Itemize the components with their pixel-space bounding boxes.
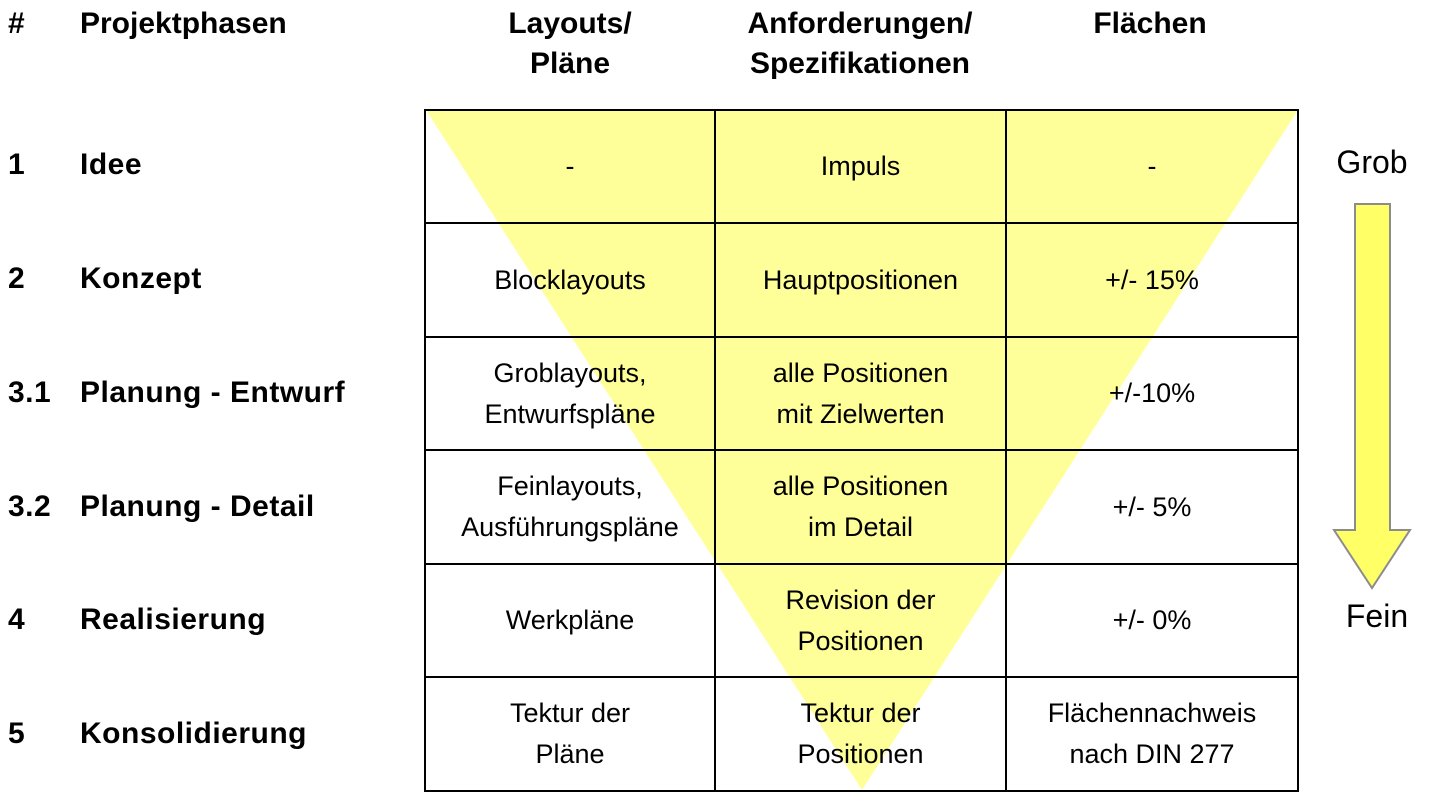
cell-layouts: Werkpläne bbox=[505, 605, 635, 635]
cell-layouts: - bbox=[565, 151, 575, 181]
cell-layouts: Tektur der Pläne bbox=[509, 698, 631, 769]
phase-number: 2 bbox=[8, 262, 26, 295]
cell-requirements: Revision der Positionen bbox=[785, 584, 936, 656]
header-phase: Projektphasen bbox=[80, 7, 287, 40]
phase-row-5: 5 Konsolidierung bbox=[8, 712, 307, 756]
phase-number: 3.2 bbox=[8, 490, 52, 523]
phase-name: Konsolidierung bbox=[80, 717, 307, 750]
phase-number: 3.1 bbox=[8, 376, 52, 409]
table-grid bbox=[424, 109, 1299, 792]
phase-name: Idee bbox=[80, 148, 143, 181]
phase-name: Planung - Entwurf bbox=[80, 376, 346, 409]
cell-areas: - bbox=[1147, 151, 1157, 181]
cell-areas: +/- 5% bbox=[1112, 491, 1192, 522]
phase-name: Konzept bbox=[80, 262, 202, 295]
cell-layouts: Groblayouts, Entwurfspläne bbox=[484, 357, 656, 429]
scale-bottom-label: Fein bbox=[1345, 598, 1409, 634]
arrow-down-icon bbox=[1332, 203, 1412, 590]
cell-layouts: Blocklayouts bbox=[494, 264, 646, 295]
phase-name: Planung - Detail bbox=[80, 490, 315, 523]
header-number: # bbox=[8, 7, 25, 40]
cell-areas: Flächennachweis nach DIN 277 bbox=[1047, 698, 1257, 769]
cell-requirements: alle Positionen im Detail bbox=[772, 471, 949, 542]
cell-layouts: Feinlayouts, Ausführungspläne bbox=[461, 471, 679, 542]
scale-top-label: Grob bbox=[1336, 144, 1408, 180]
cell-areas: +/-10% bbox=[1108, 378, 1196, 408]
phase-row-2: 2 Konzept bbox=[8, 257, 202, 301]
cell-areas: +/- 0% bbox=[1112, 605, 1192, 635]
cell-requirements: Tektur der Positionen bbox=[797, 698, 924, 769]
phase-row-1: 1 Idee bbox=[8, 143, 142, 187]
phase-row-4: 4 Realisierung bbox=[8, 598, 266, 642]
header-areas: Flächen bbox=[1093, 7, 1207, 40]
cell-requirements: alle Positionen mit Zielwerten bbox=[772, 357, 949, 429]
phase-row-3-1: 3.1 Planung - Entwurf bbox=[8, 371, 345, 415]
phase-number: 1 bbox=[8, 148, 26, 181]
header-requirements: Anforderungen/ Spezifikationen bbox=[747, 7, 973, 80]
phase-name: Realisierung bbox=[80, 603, 267, 636]
phase-number: 5 bbox=[8, 717, 26, 750]
phase-row-3-2: 3.2 Planung - Detail bbox=[8, 485, 315, 529]
cell-requirements: Hauptpositionen bbox=[762, 264, 959, 295]
header-layouts: Layouts/ Pläne bbox=[508, 7, 632, 80]
cell-requirements: Impuls bbox=[820, 151, 901, 181]
cell-areas: +/- 15% bbox=[1105, 264, 1199, 295]
phase-number: 4 bbox=[8, 603, 26, 636]
